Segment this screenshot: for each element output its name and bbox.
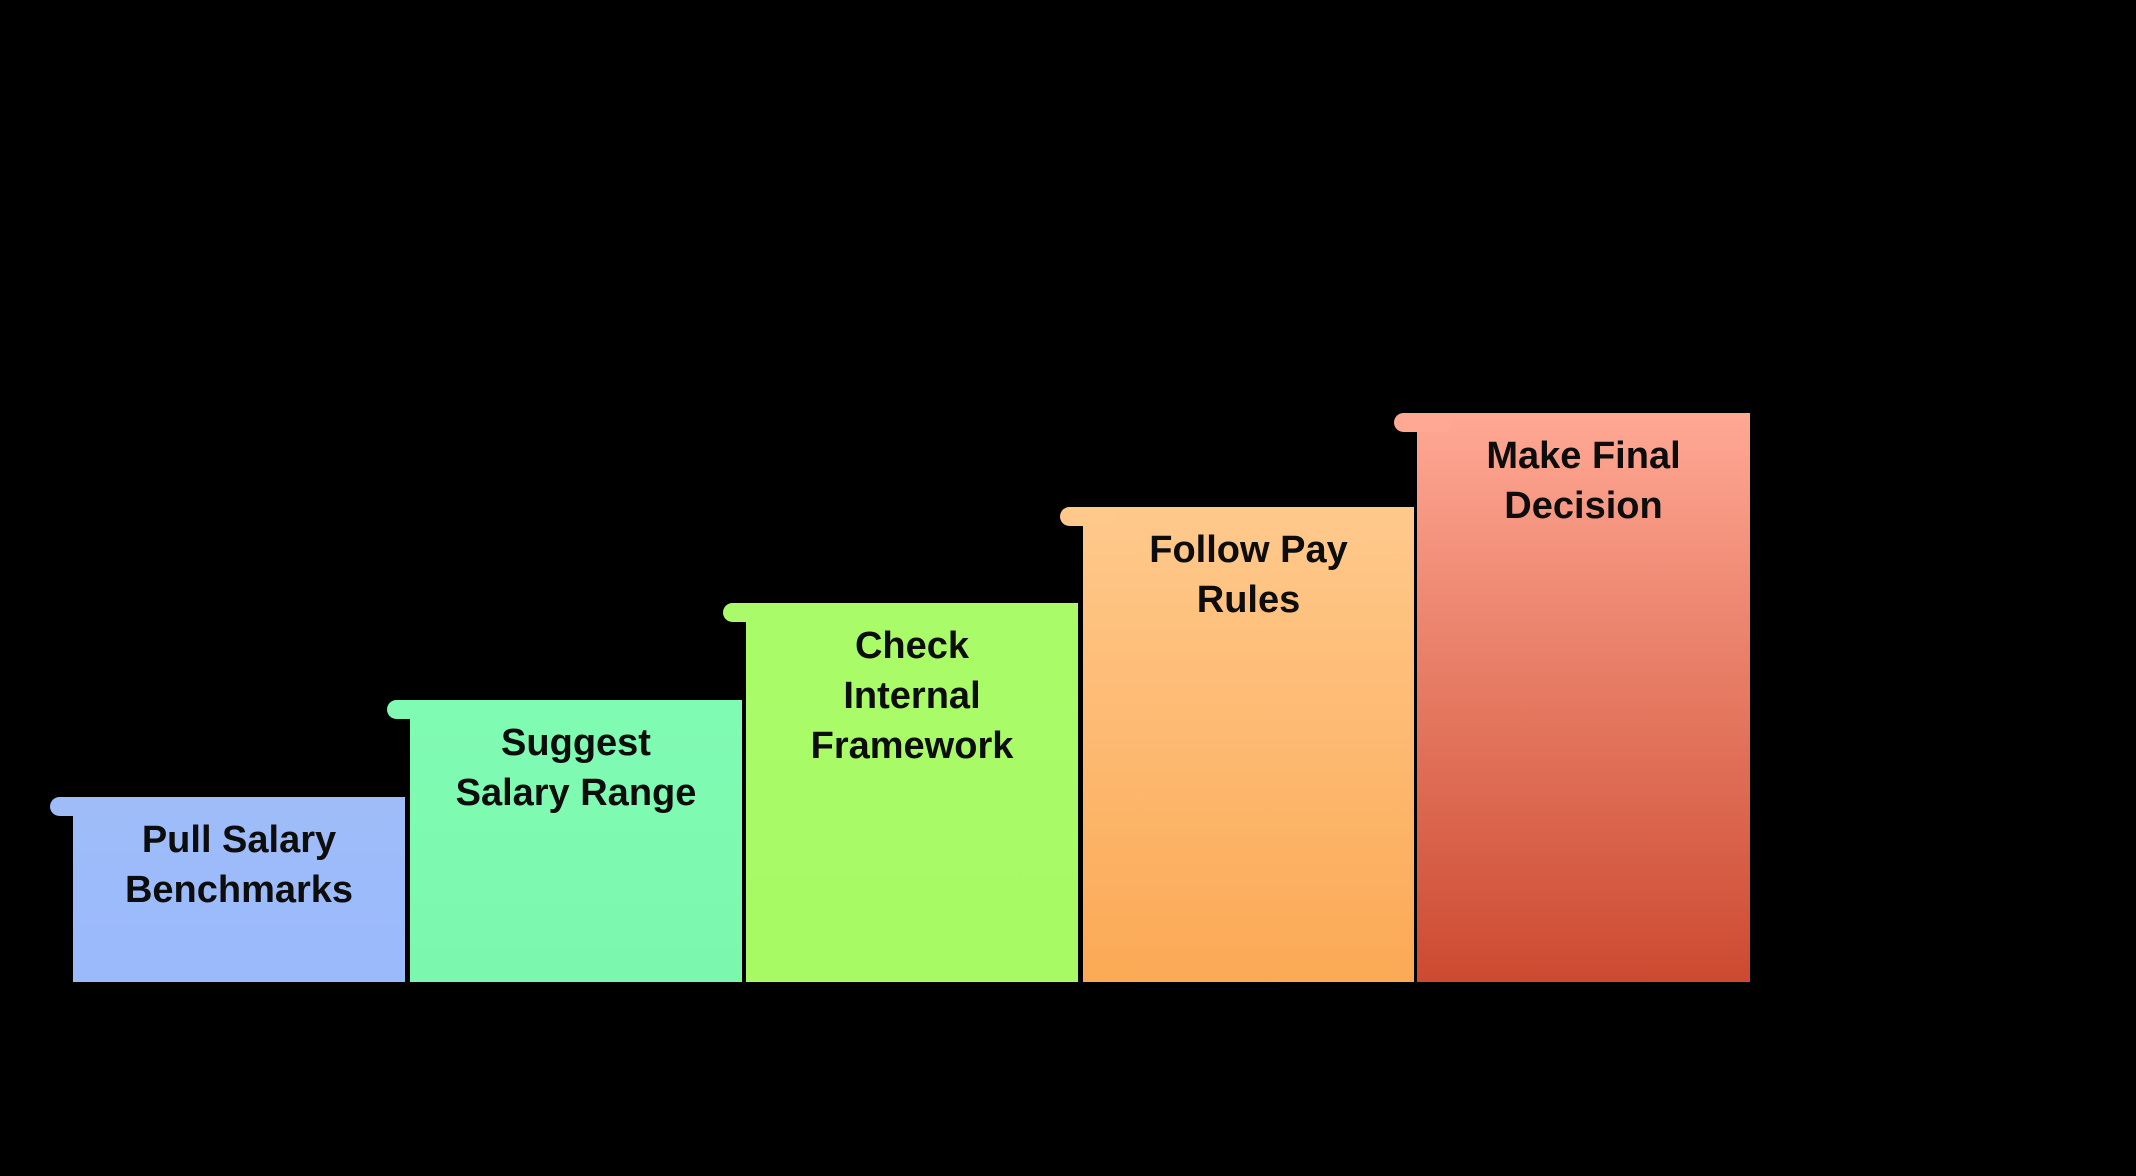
step-bar-make-final-decision: Make Final Decision	[1394, 413, 1750, 982]
step-bar-follow-pay-rules: Follow Pay Rules	[1060, 507, 1414, 982]
step-label: Check Internal Framework	[810, 625, 1014, 767]
bar-tab-notch	[723, 603, 781, 622]
step-bar-pull-salary-benchmarks: Pull Salary Benchmarks	[50, 797, 405, 982]
step-bar-check-internal-framework: Check Internal Framework	[723, 603, 1078, 982]
bar-tab-notch	[1060, 507, 1118, 526]
bar-tab-notch	[387, 700, 445, 719]
bar-tab-notch	[1394, 413, 1452, 432]
step-label: Make Final Decision	[1486, 435, 1681, 527]
step-bar-suggest-salary-range: Suggest Salary Range	[387, 700, 742, 982]
step-label: Suggest Salary Range	[455, 722, 697, 814]
bar-tab-notch	[50, 797, 108, 816]
step-label: Pull Salary Benchmarks	[124, 819, 354, 911]
step-label: Follow Pay Rules	[1149, 529, 1348, 621]
